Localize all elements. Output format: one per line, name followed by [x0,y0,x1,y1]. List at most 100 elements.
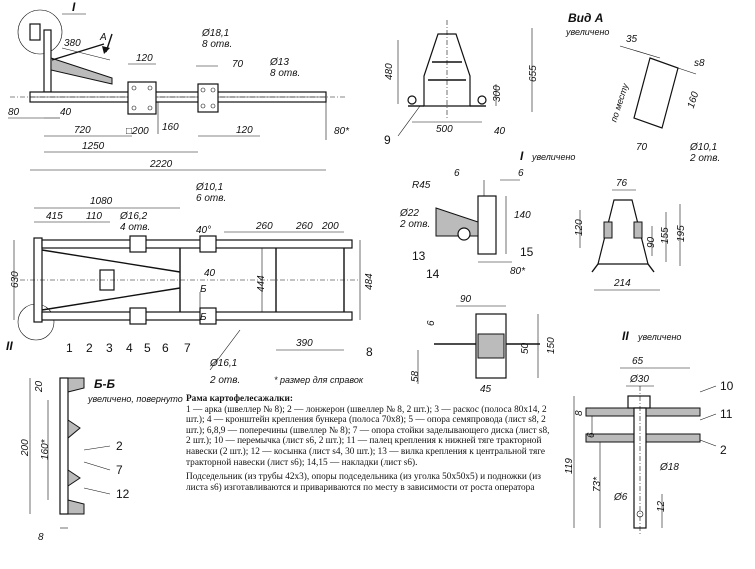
legend-extra-note: Подседельник (из трубы 42х3), опоры подс… [186,472,541,493]
dim-484: 484 [364,273,375,290]
dim-hole-13: Ø13 [269,57,289,68]
dim-80-left: 80 [8,107,20,118]
callout-13: 13 [412,249,426,263]
bracket-view: 76 120 90 155 195 214 [574,178,687,291]
dim-160-ref: 160* [40,438,51,460]
dim-hole-18-count: 8 отв. [202,39,232,50]
callout-2-section: 2 [116,439,123,453]
dim-35: 35 [626,34,638,45]
callout-8: 8 [366,345,373,359]
dim-1250: 1250 [82,141,105,152]
dim-hole-10-1-count: 6 отв. [196,193,226,204]
dim-90-bracket: 90 [646,236,657,248]
callout-6: 6 [162,341,169,355]
dim-120-bottom: 120 [236,125,253,136]
legend-body: 1 — арка (швеллер № 8); 2 — лонжерон (шв… [186,404,550,468]
brace-3-bottom [41,287,181,311]
detail-i-title: I [520,149,524,163]
dim-8-pin: 8 [574,410,585,416]
dim-hole-16-1-count: 2 отв. [209,375,240,386]
fork-plate-13 [477,195,497,255]
dim-in-place: по месту [608,82,630,123]
dim-45: 45 [480,384,492,395]
arch-part-1 [43,29,52,93]
dim-r45: R45 [412,180,431,191]
dim-140: 140 [514,210,531,221]
dim-120-top: 120 [136,53,153,64]
gusset-12-bottom [67,469,81,487]
dim-hole-10-view-a: Ø10,1 [689,142,717,153]
dim-2220: 2220 [149,159,173,170]
dim-110: 110 [86,211,102,222]
detail-ii-view: II увеличено 65 Ø30 8 6 119 73* Ø18 12 Ø… [564,329,734,536]
dim-500: 500 [436,124,453,135]
dim-200-section: 200 [20,439,31,457]
dim-444: 444 [256,275,267,292]
dim-6-bottom: 6 [426,320,437,326]
dim-40: 40 [60,107,72,118]
view-a-subtitle: увеличено [565,27,609,37]
longeron-bottom [41,311,353,321]
detail-ii-mark: II [6,339,13,353]
dim-155: 155 [660,227,671,244]
disc-post-plate-7 [197,83,219,113]
detail-ii-title: II [622,329,629,343]
callout-12: 12 [116,487,130,501]
dim-8: 8 [38,532,44,543]
callout-4: 4 [126,341,133,355]
section-bb-title: Б-Б [94,377,115,391]
dim-150: 150 [546,337,557,354]
dim-40-top: 40 [204,268,216,279]
callout-2: 2 [86,341,93,355]
callout-11: 11 [720,407,733,421]
section-mark-b-bottom: Б [200,312,207,323]
callout-1: 1 [66,341,73,355]
callout-7: 7 [184,341,191,355]
detail-i-view: I увеличено 6 6 R45 Ø22 2 отв. 140 80* 1… [399,149,575,281]
callout-10: 10 [720,379,734,393]
detail-i-subtitle: увеличено [531,152,575,162]
dim-70-view-a: 70 [636,142,648,153]
section-mark-b-top: Б [200,284,207,295]
dim-630: 630 [10,271,21,288]
parts-legend: Рама картофелесажалки: 1 — арка (швеллер… [186,394,556,493]
dim-390: 390 [296,338,313,349]
detail-i-circle [17,9,63,55]
dim-hole-18: Ø18,1 [201,28,229,39]
callout-5: 5 [144,341,151,355]
view-a-arrow-label: А [99,32,107,43]
dim-40-front: 40 [494,126,506,137]
dim-50: 50 [520,342,531,354]
dim-160: 160 [162,122,179,133]
view-a-title: Вид А [568,11,603,25]
dim-hole-22-count: 2 отв. [399,219,430,230]
callout-9: 9 [384,133,391,147]
dim-195: 195 [676,225,687,242]
longeron-section-2 [59,377,69,515]
detail-ii-subtitle: увеличено [637,332,681,342]
dim-65: 65 [632,356,644,367]
dim-300: 300 [492,85,503,102]
dim-260-b: 260 [295,221,313,232]
main-side-view: I 380 А 120 Ø18,1 8 от [8,0,350,171]
callout-7-section: 7 [116,463,123,477]
dim-hole-10-count: 2 отв. [689,153,720,164]
section-bb-subtitle: увеличено, повернуто [87,394,183,404]
section-bb-view: Б-Б увеличено, повернуто 20 200 160* 8 2… [20,377,183,543]
dim-hole-18-pin: Ø18 [659,462,679,473]
dim-square-200: □200 [126,126,149,137]
dim-hole-16-2-count: 4 отв. [120,222,150,233]
dim-hole-13-count: 8 отв. [270,68,300,79]
dim-160-view-a: 160 [686,90,702,110]
dim-80-ref: 80* [334,126,350,137]
dim-119: 119 [564,458,575,474]
dim-20: 20 [34,380,45,393]
fork-plate [29,23,41,41]
top-view: 1080 415 110 Ø16,2 4 отв. Ø10,1 6 отв. 4… [6,182,375,386]
dim-415: 415 [46,211,63,222]
dim-hole-16-1: Ø16,1 [209,358,237,369]
hopper-bracket-part-4 [50,57,113,85]
callout-15: 15 [520,245,534,259]
dim-6-left: 6 [454,168,460,179]
